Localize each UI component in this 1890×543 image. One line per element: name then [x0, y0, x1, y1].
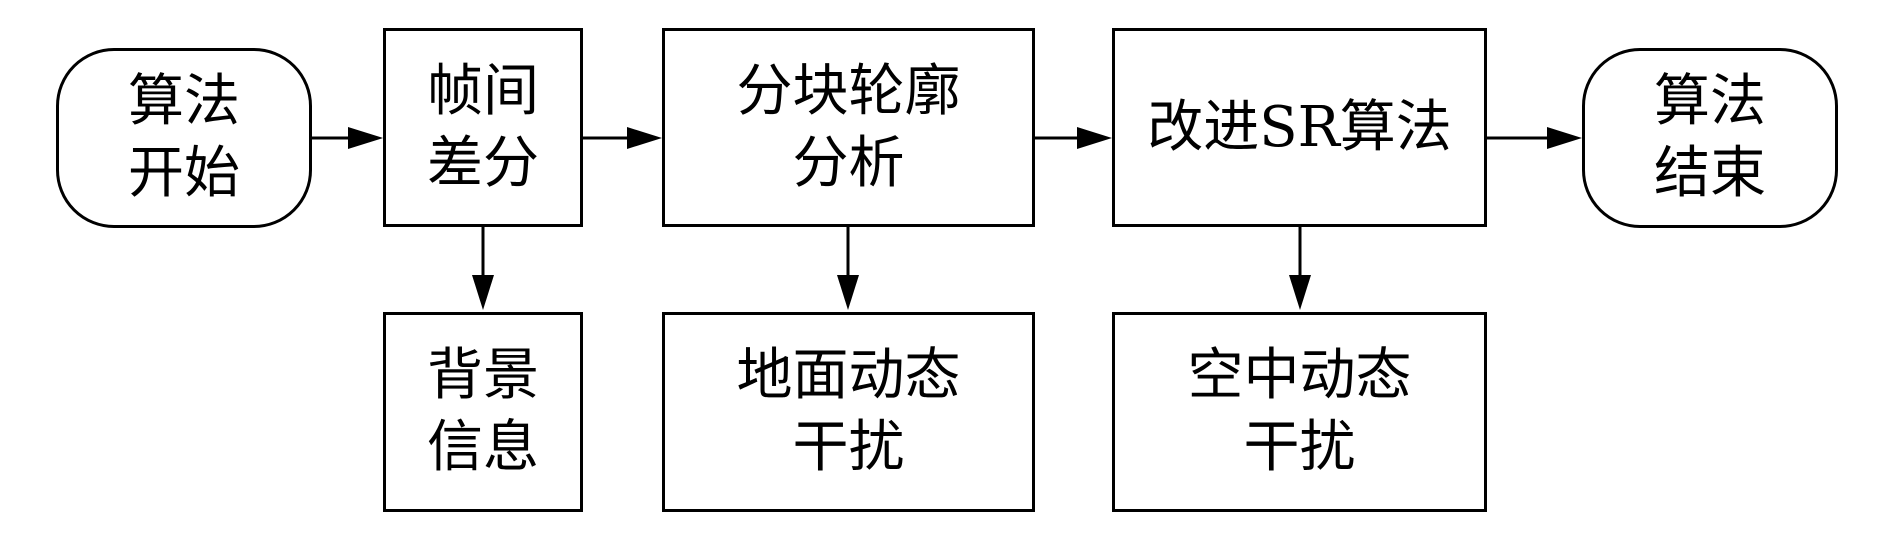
improved-sr-node: 改进SR算法 [1112, 28, 1487, 227]
arrow-start-to-frame-diff [312, 127, 383, 149]
ground-interference-node-line-2: 干扰 [792, 415, 905, 480]
end-node-line-1: 算法 [1654, 69, 1766, 135]
block-contour-node-line-2: 分析 [792, 130, 905, 196]
end-node: 算法 结束 [1582, 48, 1838, 228]
arrow-frame-diff-to-background-info [472, 227, 494, 310]
background-info-node-line-2: 信息 [427, 415, 539, 480]
air-interference-node-line-2: 干扰 [1243, 415, 1356, 480]
block-contour-node-line-1: 分块轮廓 [736, 58, 961, 124]
frame-diff-node-line-1: 帧间 [427, 58, 539, 124]
background-info-node-line-1: 背景 [427, 343, 539, 409]
start-node-line-1: 算法 [128, 69, 240, 135]
arrow-block-contour-to-improved-sr [1035, 127, 1112, 149]
ground-interference-node: 地面动态 干扰 [662, 312, 1035, 512]
start-node: 算法 开始 [56, 48, 312, 228]
arrow-frame-diff-to-block-contour [583, 127, 662, 149]
ground-interference-node-line-1: 地面动态 [736, 343, 961, 409]
background-info-node: 背景 信息 [383, 312, 583, 512]
block-contour-node: 分块轮廓 分析 [662, 28, 1035, 227]
arrow-improved-sr-to-end [1487, 127, 1582, 149]
arrow-block-contour-to-ground-interference [837, 227, 859, 310]
start-node-line-2: 开始 [128, 141, 240, 206]
air-interference-node-line-1: 空中动态 [1187, 343, 1412, 409]
frame-diff-node-line-2: 差分 [427, 130, 539, 196]
air-interference-node: 空中动态 干扰 [1112, 312, 1487, 512]
end-node-line-2: 结束 [1654, 141, 1766, 206]
arrow-improved-sr-to-air-interference [1289, 227, 1311, 310]
improved-sr-node-line-1: 改进SR算法 [1147, 94, 1452, 160]
frame-diff-node: 帧间 差分 [383, 28, 583, 227]
